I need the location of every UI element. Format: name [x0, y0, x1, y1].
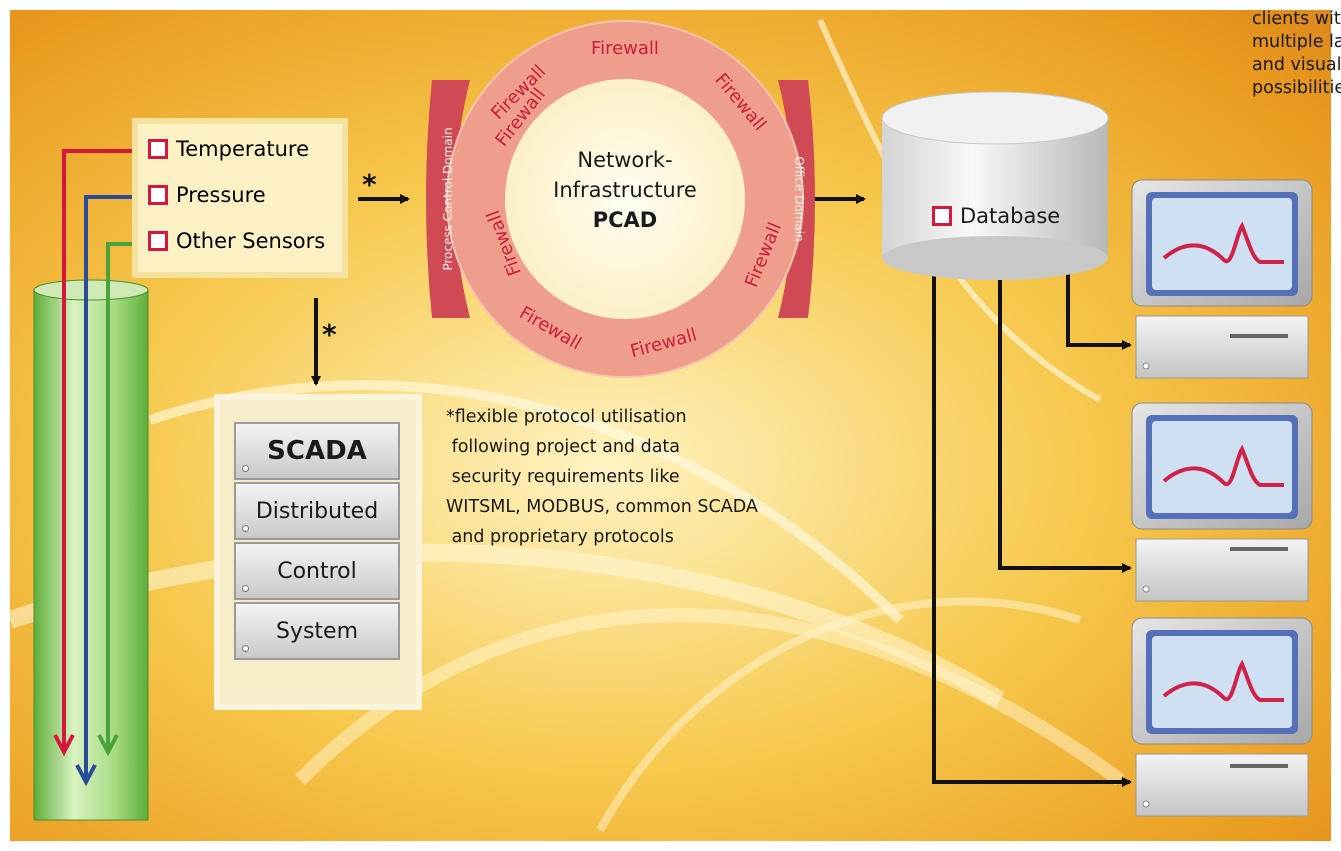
network-infrastructure-label: Network- Infrastructure PCAD: [540, 145, 710, 235]
checkbox-icon: [148, 231, 168, 251]
checkbox-icon: [148, 185, 168, 205]
flow-arrows: [311, 194, 1132, 787]
control-drive: Control: [234, 542, 400, 600]
scada-drive: SCADA: [234, 422, 400, 480]
note-line: and proprietary protocols: [446, 527, 674, 547]
database-text: Database: [960, 204, 1061, 228]
led-icon: [242, 525, 249, 532]
note-line: *flexible protocol utilisation: [446, 407, 687, 427]
sensor-label: Pressure: [176, 183, 266, 207]
distributed-drive: Distributed: [234, 482, 400, 540]
led-icon: [242, 585, 249, 592]
center-line-1: Network-: [577, 148, 673, 172]
sensor-lines: [53, 149, 132, 787]
caption-line: and visualisation: [1252, 55, 1341, 75]
sensor-panel: [132, 118, 348, 278]
clients-caption: clients with multiple language and visuali…: [1252, 8, 1341, 100]
sensor-label: Temperature: [176, 137, 310, 161]
office-domain-label: Office Domain: [792, 156, 806, 241]
sensor-pressure: Pressure: [148, 183, 266, 207]
led-icon: [242, 465, 249, 472]
asterisk-mark: *: [322, 318, 337, 351]
client-computer-2: [1131, 402, 1313, 602]
led-icon: [242, 645, 249, 652]
drive-label: Distributed: [255, 498, 379, 524]
sensor-temperature: Temperature: [148, 137, 309, 161]
scada-stack: SCADA Distributed Control System: [220, 400, 416, 704]
protocol-note: *flexible protocol utilisation following…: [446, 402, 758, 552]
asterisk-mark: *: [362, 168, 377, 201]
well-pipe: [33, 279, 149, 821]
sensor-other: Other Sensors: [148, 229, 325, 253]
caption-line: clients with: [1252, 9, 1341, 29]
system-drive: System: [234, 602, 400, 660]
checkbox-icon: [932, 206, 952, 226]
drive-label: Control: [277, 558, 357, 584]
drive-label: System: [275, 618, 359, 644]
caption-line: multiple language: [1252, 32, 1341, 52]
center-line-2: Infrastructure: [553, 178, 697, 202]
database-label: Database: [932, 204, 1060, 228]
note-line: security requirements like: [446, 467, 680, 487]
caption-line: possibilities: [1252, 78, 1341, 98]
process-control-domain-label: Process Control Domain: [441, 127, 455, 270]
drive-label: SCADA: [267, 436, 367, 466]
note-line: following project and data: [446, 437, 681, 457]
checkbox-icon: [148, 139, 168, 159]
client-computer-3: [1131, 617, 1313, 817]
center-line-3: PCAD: [592, 208, 658, 232]
firewall-label: Firewall: [591, 38, 659, 59]
sensor-label: Other Sensors: [176, 229, 326, 253]
firewall-ring: [426, 20, 815, 378]
client-computer-1: [1131, 179, 1313, 379]
note-line: WITSML, MODBUS, common SCADA: [446, 497, 758, 517]
database-cylinder: [881, 91, 1109, 280]
